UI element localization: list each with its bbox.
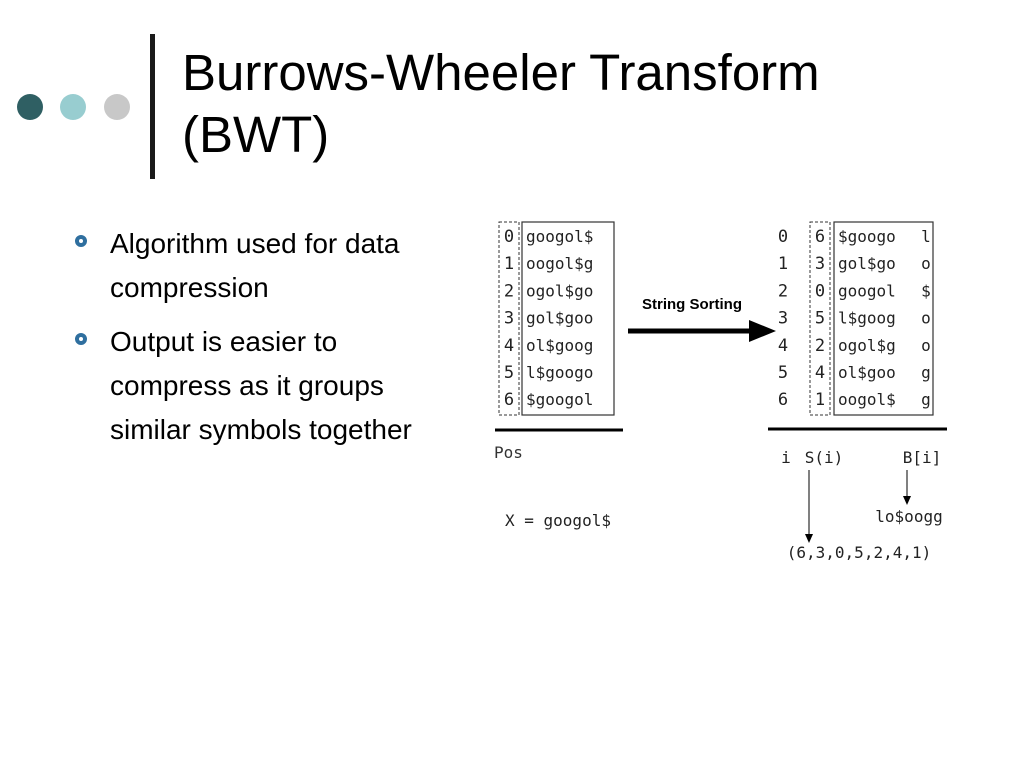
pos-label: Pos: [494, 443, 523, 462]
bullet-list: Algorithm used for data compression Outp…: [68, 222, 448, 462]
right-index: 4: [778, 336, 788, 356]
sorted-rotation: ol$goo: [838, 363, 896, 382]
right-index: 2: [778, 281, 788, 301]
right-index: 0: [778, 227, 788, 247]
sorted-rotation: oogol$: [838, 390, 896, 409]
left-index: 4: [504, 336, 514, 356]
left-rotation: googol$: [526, 227, 593, 246]
decor-dot-dark: [17, 94, 43, 120]
left-rotation: l$googo: [526, 363, 593, 382]
slide-title-line2: (BWT): [182, 106, 330, 163]
sort-arrow-head-icon: [749, 320, 776, 342]
right-index: 3: [778, 309, 788, 329]
last-char: o: [921, 254, 931, 273]
last-char: l: [921, 227, 931, 246]
bullet-item: Algorithm used for data compression: [68, 222, 448, 310]
suffix-array-output: (6,3,0,5,2,4,1): [787, 543, 932, 562]
string-sorting-label: String Sorting: [642, 296, 742, 313]
last-char: g: [921, 363, 931, 382]
sorted-rotation: $googo: [838, 227, 896, 246]
sorted-rotation: ogol$g: [838, 336, 896, 355]
index-column-box: [498, 221, 520, 416]
sorted-rotations-box: [833, 221, 934, 416]
slide-title-line1: Burrows-Wheeler Transform: [182, 44, 820, 101]
left-rotation: gol$goo: [526, 309, 593, 328]
left-index: 0: [504, 227, 514, 247]
left-index: 5: [504, 363, 514, 383]
sorted-rotation: gol$go: [838, 254, 896, 273]
last-char: o: [921, 336, 931, 355]
sorted-rotation: googol: [838, 281, 896, 300]
x-label: X = googol$: [505, 511, 611, 530]
bullet-ring-icon: [75, 235, 87, 247]
bullet-item: Output is easier to compress as it group…: [68, 320, 448, 452]
left-rotation: $googol: [526, 390, 593, 409]
left-rotation: oogol$g: [526, 254, 593, 273]
sa-value: 2: [815, 336, 825, 356]
left-index: 1: [504, 254, 514, 274]
right-index: 6: [778, 390, 788, 410]
decor-dot-gray: [104, 94, 130, 120]
left-index: 2: [504, 281, 514, 301]
s-arrow-head-icon: [805, 534, 813, 543]
left-rotation: ol$goog: [526, 336, 593, 355]
bullet-text: Algorithm used for data compression: [110, 228, 400, 303]
last-char: g: [921, 390, 931, 409]
sa-value: 1: [815, 390, 825, 410]
sa-value: 4: [815, 363, 825, 383]
si-label: S(i): [805, 448, 844, 467]
bullet-ring-icon: [75, 333, 87, 345]
bwt-diagram: 0123456googol$oogol$gogol$gogol$goool$go…: [494, 221, 947, 562]
sa-column-box: [809, 221, 831, 416]
last-char: o: [921, 309, 931, 328]
decor-dot-teal: [60, 94, 86, 120]
sorted-rotation: l$goog: [838, 309, 896, 328]
left-index: 3: [504, 309, 514, 329]
left-rotation: ogol$go: [526, 281, 593, 300]
bwt-output: lo$oogg: [875, 507, 942, 526]
title-divider: [150, 34, 155, 179]
last-char: $: [921, 281, 931, 300]
bullet-text: Output is easier to compress as it group…: [110, 326, 412, 445]
sa-value: 5: [815, 309, 825, 329]
i-label: i: [781, 448, 791, 467]
bi-label: B[i]: [903, 448, 942, 467]
sa-value: 3: [815, 254, 825, 274]
right-index: 1: [778, 254, 788, 274]
sa-value: 6: [815, 227, 825, 247]
right-index: 5: [778, 363, 788, 383]
rotations-box: [521, 221, 615, 416]
slide-title: Burrows-Wheeler Transform (BWT): [182, 42, 982, 166]
b-arrow-head-icon: [903, 496, 911, 505]
sa-value: 0: [815, 281, 825, 301]
left-index: 6: [504, 390, 514, 410]
